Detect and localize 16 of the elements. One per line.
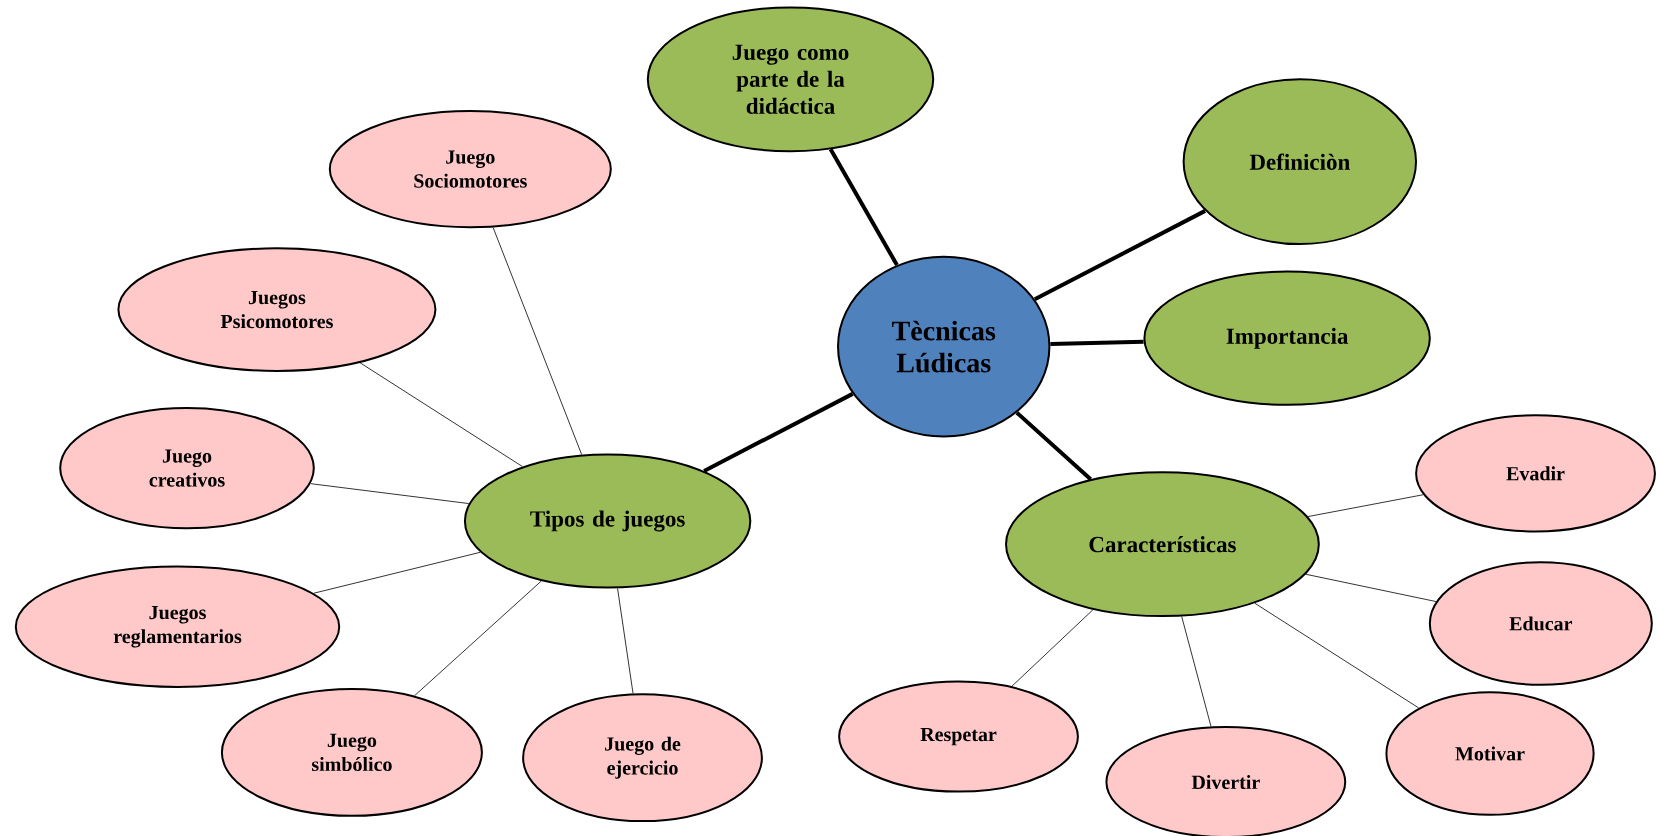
connector-line: [1011, 609, 1094, 687]
connector-line: [1050, 339, 1144, 346]
connector-line: [1307, 494, 1424, 517]
connector-line: [703, 392, 854, 473]
connector-line: [1033, 209, 1207, 302]
connector-line: [828, 148, 899, 266]
connector-line: [414, 580, 542, 697]
connector-line: [310, 483, 470, 504]
connector-line: [359, 362, 523, 467]
connector-line: [617, 588, 634, 694]
connector-line: [1015, 411, 1092, 481]
connector-line: [1305, 573, 1437, 602]
connector-line: [313, 551, 481, 594]
connector-line: [1181, 616, 1212, 727]
connector-line: [492, 227, 583, 455]
connector-line: [1254, 602, 1420, 709]
